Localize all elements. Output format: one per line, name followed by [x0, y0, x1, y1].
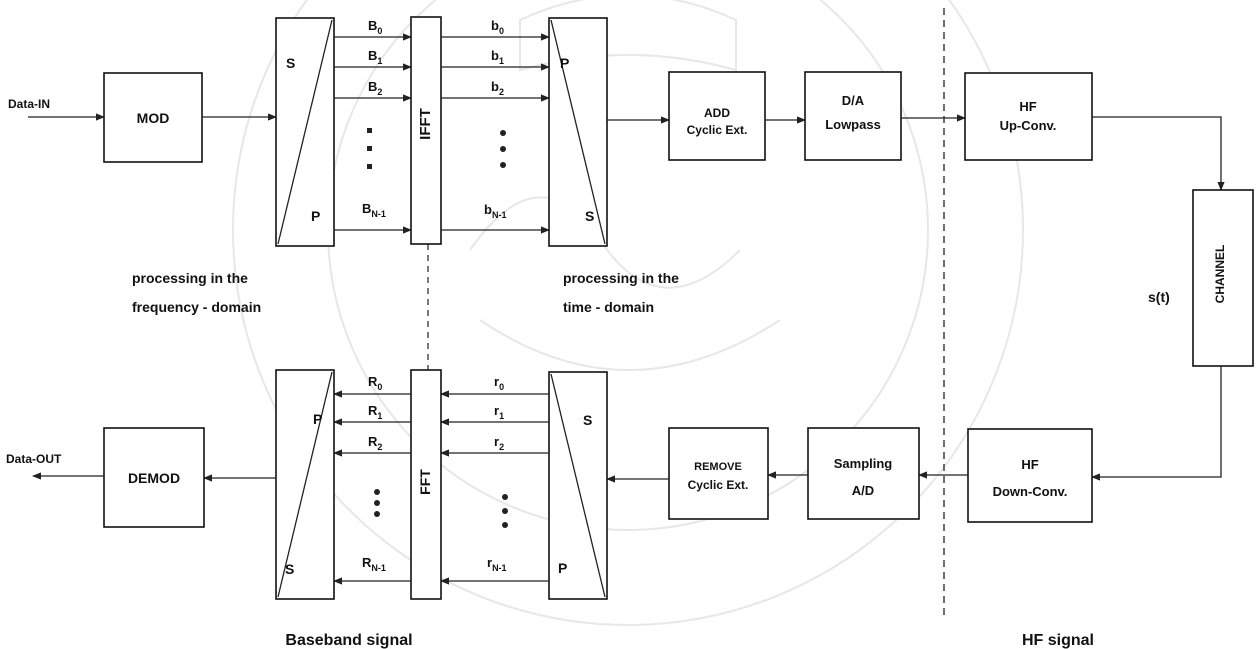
hf-down-line1: HF [1021, 457, 1038, 472]
hf-down-line2: Down-Conv. [993, 484, 1068, 499]
demod-label: DEMOD [128, 470, 180, 486]
da-line1: D/A [842, 93, 865, 108]
da-line2: Lowpass [825, 117, 881, 132]
sampling-ad-block [808, 428, 919, 519]
ifft-label: IFFT [417, 108, 434, 140]
add-cyclic-line1: ADD [704, 106, 730, 120]
rx-r1-label: R1 [368, 403, 382, 421]
remove-cyclic-block [669, 428, 768, 519]
r2-label: r2 [494, 434, 504, 452]
lower-b0-label: b0 [491, 18, 504, 36]
rx-sp-p-label: P [558, 560, 567, 576]
sampling-line1: Sampling [834, 456, 893, 471]
rx-r2-label: R2 [368, 434, 382, 452]
baseband-signal-caption: Baseband signal [285, 632, 412, 649]
lower-bn-label: bN-1 [484, 202, 506, 220]
signal-st-label: s(t) [1148, 289, 1170, 305]
time-ellipsis-dots [500, 130, 506, 168]
hf-up-line1: HF [1019, 99, 1036, 114]
channel-label: CHANNEL [1213, 245, 1227, 304]
rx-r0-label: R0 [368, 374, 382, 392]
rx-freq-ellipsis-dots [374, 489, 380, 517]
r1-label: r1 [494, 403, 504, 421]
b1-label: B1 [368, 48, 382, 66]
freq-symbol-lines [334, 37, 411, 230]
b0-label: B0 [368, 18, 382, 36]
hf-signal-caption: HF signal [1022, 632, 1094, 649]
b2-label: B2 [368, 79, 382, 97]
sp-p-label: P [311, 208, 320, 224]
ps-s-label: S [585, 208, 594, 224]
da-lowpass-block [805, 72, 901, 160]
add-cyclic-line2: Cyclic Ext. [687, 123, 748, 137]
r0-label: r0 [494, 374, 504, 392]
sampling-line2: A/D [852, 483, 874, 498]
freq-domain-note-line1: processing in the [132, 270, 248, 286]
hf-up-line2: Up-Conv. [1000, 118, 1057, 133]
data-out-label: Data-OUT [6, 452, 62, 466]
rx-rn-label: RN-1 [362, 555, 386, 573]
time-domain-note-line1: processing in the [563, 270, 679, 286]
ps-p-label: P [560, 55, 569, 71]
rx-time-ellipsis-dots [502, 494, 508, 528]
freq-ellipsis-dots [367, 128, 372, 169]
rx-ps-s-label: S [285, 561, 294, 577]
remove-cyclic-line1: REMOVE [694, 461, 742, 473]
hf-upconv-block [965, 73, 1092, 160]
rx-ps-p-label: P [313, 411, 322, 427]
lower-b1-label: b1 [491, 48, 504, 66]
sp-s-label: S [286, 55, 295, 71]
lower-b2-label: b2 [491, 79, 504, 97]
hf-downconv-block [968, 429, 1092, 522]
rx-time-symbol-lines [441, 394, 549, 581]
rn-label: rN-1 [487, 555, 507, 573]
freq-domain-note-line2: frequency - domain [132, 299, 261, 315]
bn-label: BN-1 [362, 201, 386, 219]
mod-label: MOD [137, 110, 170, 126]
fft-label: FFT [417, 469, 433, 495]
remove-cyclic-line2: Cyclic Ext. [688, 478, 749, 492]
time-domain-note-line2: time - domain [563, 299, 654, 315]
data-in-label: Data-IN [8, 97, 50, 111]
rx-sp-s-label: S [583, 412, 592, 428]
